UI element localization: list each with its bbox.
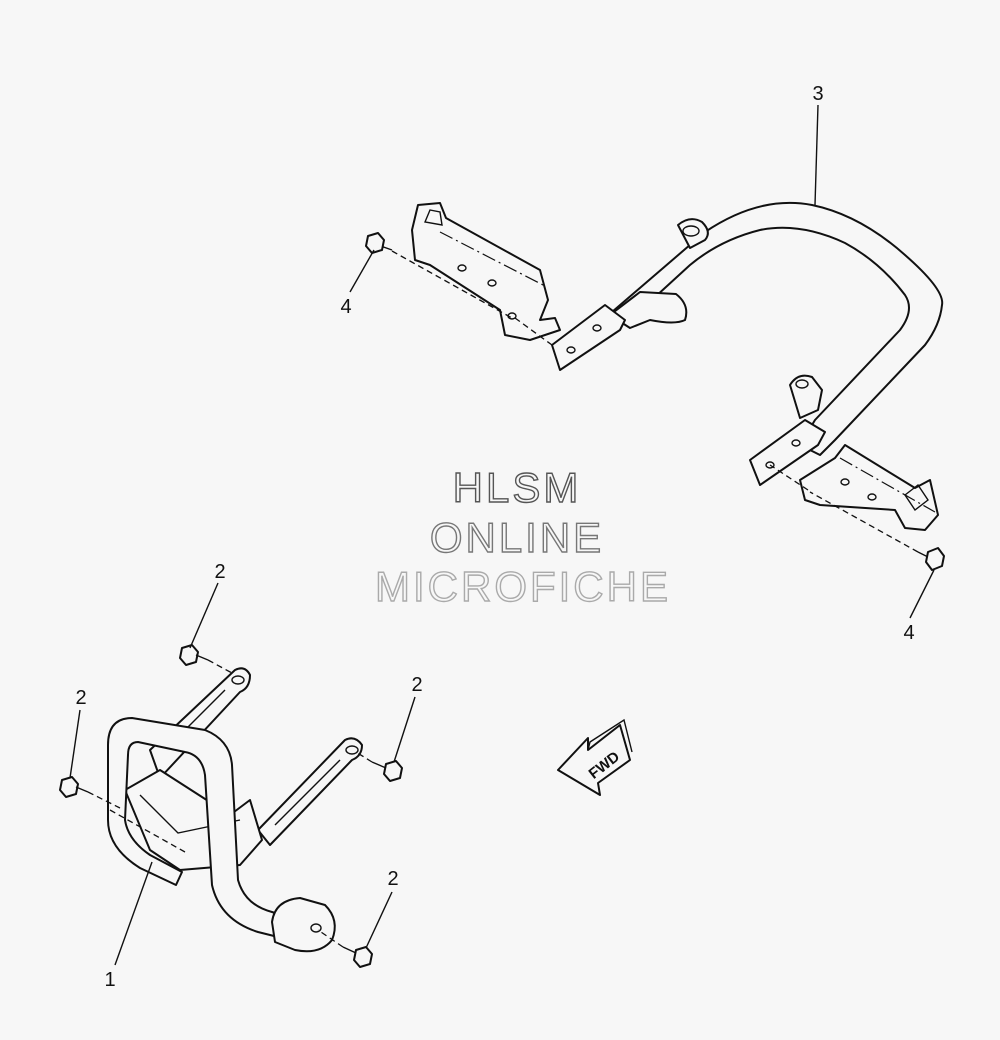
leader-2b: [69, 709, 81, 779]
right-frame-bracket: [799, 444, 939, 531]
right-bracket-hole-2: [867, 493, 877, 501]
leader-2d: [365, 891, 393, 949]
front-guard-hidden-line: [109, 809, 186, 853]
leader-1: [114, 861, 153, 966]
left-plate-hole-1: [566, 346, 576, 354]
left-bracket-centerline: [439, 231, 546, 287]
bolt-2c-head: [383, 760, 403, 782]
rear-guard-right-plate: [749, 419, 826, 486]
rear-guard-top-tab-hole: [682, 225, 700, 237]
left-bracket-tab: [424, 209, 443, 226]
bolt-2b-head: [59, 776, 79, 798]
leader-3: [814, 104, 819, 206]
left-frame-bracket: [411, 202, 561, 341]
watermark-line-1: HLSM: [453, 464, 582, 511]
bolt-4b-head: [925, 547, 945, 571]
front-guard-foot-plate: [271, 897, 336, 953]
callout-1[interactable]: 1: [104, 969, 115, 991]
bolt-2b-shank: [75, 786, 89, 793]
left-bracket-hole-2: [487, 279, 497, 287]
bolt-2c-shank: [371, 761, 387, 769]
callout-2c[interactable]: 2: [411, 674, 422, 696]
right-bracket-hole-1: [840, 478, 850, 486]
callout-4b[interactable]: 4: [903, 622, 914, 644]
right-plate-hole-2: [791, 439, 801, 447]
fwd-direction-arrow: FWD: [557, 718, 633, 796]
fwd-arrow-shape: [557, 724, 631, 796]
watermark-line-3: MICROFICHE: [375, 563, 671, 610]
right-bracket-centerline: [839, 457, 936, 513]
fwd-arrow-depth: [587, 718, 633, 753]
right-plate-hole-1: [765, 461, 775, 469]
watermark-line-2: ONLINE: [430, 514, 604, 561]
bolt-2c-path: [355, 751, 373, 763]
front-guard[interactable]: [107, 667, 363, 953]
bolt-2c[interactable]: [355, 751, 403, 782]
right-strut-hole: [345, 745, 359, 755]
callout-labels: 3 4 4 2 2 2 2 1: [75, 83, 914, 991]
front-guard-tube: [107, 717, 291, 939]
bolt-4b-path-2: [769, 464, 809, 491]
rear-guard-right-gusset: [789, 374, 823, 419]
bolt-4b[interactable]: [769, 464, 945, 571]
bolt-2a-path: [207, 659, 233, 674]
right-gusset-hole: [795, 379, 809, 389]
bolt-2a-shank: [195, 654, 209, 661]
left-plate-hole-2: [592, 324, 602, 332]
bolt-4b-path: [809, 491, 919, 553]
bolt-2a-head: [179, 644, 199, 666]
right-bracket-body: [799, 444, 939, 531]
front-guard-right-strut: [257, 737, 363, 846]
callout-3[interactable]: 3: [812, 83, 823, 105]
callout-2a[interactable]: 2: [214, 561, 225, 583]
callout-2d[interactable]: 2: [387, 868, 398, 890]
left-strut-hole: [231, 675, 245, 685]
bolt-4a[interactable]: [365, 232, 553, 346]
rear-guard-tube: [604, 201, 944, 456]
bolt-4a-path-2: [514, 317, 553, 346]
leader-4a: [349, 249, 375, 293]
bolt-4a-path: [391, 250, 513, 319]
rear-guard[interactable]: [551, 201, 944, 486]
foot-plate-hole: [310, 923, 322, 933]
bolt-4a-head: [365, 232, 385, 254]
leader-2a: [189, 582, 219, 649]
bolt-2d-path: [317, 929, 344, 948]
bolt-2b[interactable]: [59, 776, 121, 809]
rear-guard-top-tab: [677, 218, 709, 249]
bolt-2b-path: [87, 791, 121, 809]
rear-guard-left-gusset: [609, 291, 688, 329]
right-strut-slot: [274, 759, 341, 826]
rear-guard-left-plate: [551, 304, 626, 371]
bolt-2d-shank: [342, 946, 357, 954]
right-bracket-tab: [904, 483, 929, 512]
leader-4b: [909, 569, 935, 619]
left-bracket-hole-1: [457, 264, 467, 272]
bolt-2d-head: [353, 946, 373, 968]
bolt-2d[interactable]: [317, 929, 373, 968]
callout-2b[interactable]: 2: [75, 687, 86, 709]
leader-2c: [393, 696, 416, 763]
callout-4a[interactable]: 4: [340, 296, 351, 318]
bolt-2a[interactable]: [179, 644, 233, 674]
callout-leaders: [69, 104, 935, 966]
watermark: HLSM ONLINE MICROFICHE: [374, 463, 671, 610]
